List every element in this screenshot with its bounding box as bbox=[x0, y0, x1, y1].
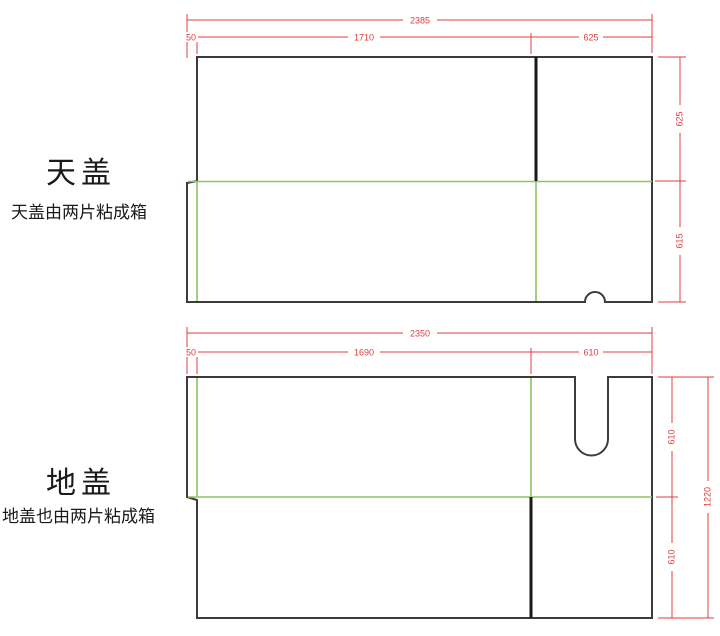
dim-upper-height: 625 bbox=[674, 111, 684, 126]
dim-overall-width: 2350 bbox=[410, 328, 430, 338]
dim-glue-tab-width: 50 bbox=[186, 32, 196, 42]
dim-lower-height: 615 bbox=[674, 233, 684, 248]
dim-glue-tab-width: 50 bbox=[186, 347, 196, 357]
dim-overall-width: 2385 bbox=[410, 15, 430, 25]
top-cover-outline bbox=[186, 56, 653, 303]
bottom-cover-dimension-labels: 2350 50 1690 610 610 610 1220 bbox=[184, 328, 713, 571]
top-cover-note: 天盖由两片粘成箱 bbox=[11, 203, 147, 223]
dim-main-panel-width: 1690 bbox=[354, 347, 374, 357]
top-cover-fold-lines bbox=[188, 180, 652, 301]
top-cover-drawing: 2385 50 1710 625 625 615 bbox=[184, 14, 686, 303]
dim-main-panel-width: 1710 bbox=[354, 32, 374, 42]
bottom-cover-note: 地盖也由两片粘成箱 bbox=[2, 507, 155, 527]
bottom-cover-dimensions bbox=[186, 327, 714, 619]
dim-right-panel-width: 610 bbox=[583, 347, 598, 357]
top-cover-dimension-labels: 2385 50 1710 625 625 615 bbox=[184, 15, 685, 255]
dim-upper-height: 610 bbox=[666, 429, 676, 444]
bottom-cover-fold-lines bbox=[188, 378, 652, 498]
dim-overall-height: 1220 bbox=[702, 487, 712, 507]
dim-lower-height: 610 bbox=[666, 549, 676, 564]
dim-right-panel-width: 625 bbox=[583, 32, 598, 42]
top-cover-title: 天盖 bbox=[46, 156, 116, 191]
bottom-cover-drawing: 2350 50 1690 610 610 610 1220 bbox=[184, 327, 714, 619]
bottom-cover-title: 地盖 bbox=[46, 466, 116, 501]
